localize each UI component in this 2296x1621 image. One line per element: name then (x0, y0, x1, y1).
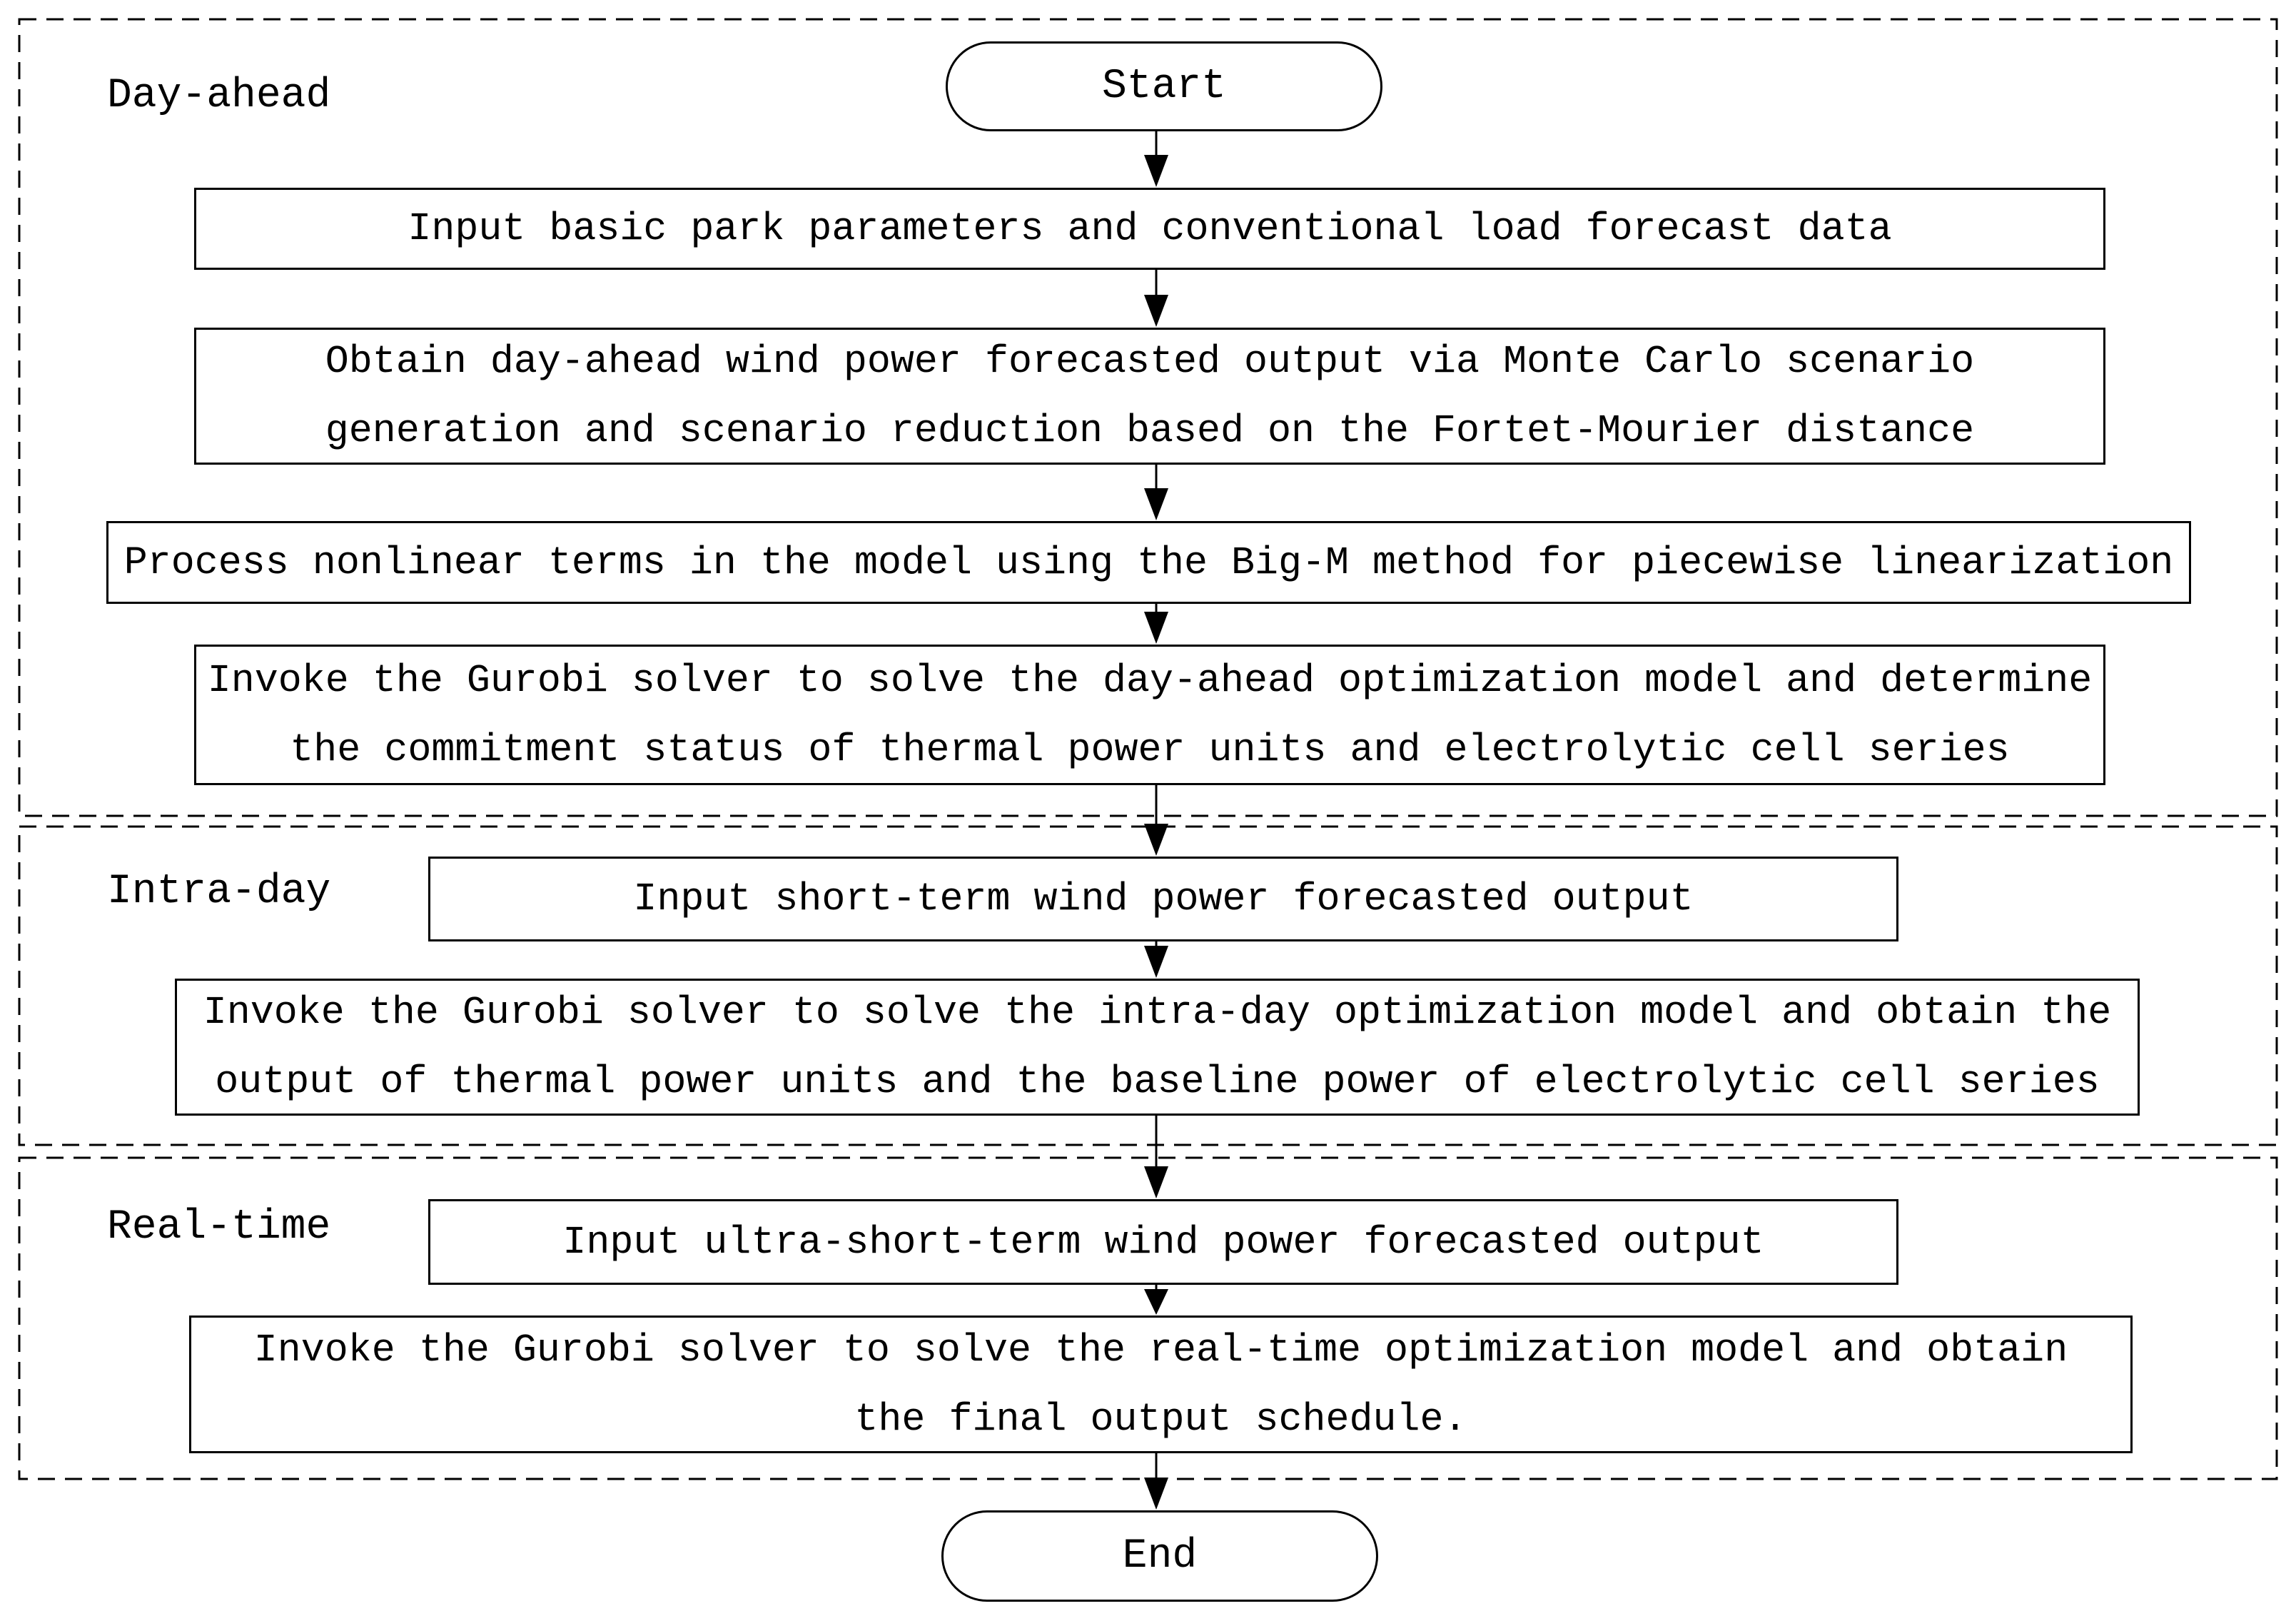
step-input-ultra-short-term-wind: Input ultra-short-term wind power foreca… (428, 1199, 1898, 1285)
end-node: End (941, 1510, 1378, 1602)
arrow-step3-to-step4 (1144, 604, 1168, 644)
arrow-step4-to-step5 (1144, 785, 1168, 856)
step-day-ahead-gurobi-solve: Invoke the Gurobi solver to solve the da… (194, 645, 2105, 785)
step-input-short-term-wind: Input short-term wind power forecasted o… (428, 857, 1898, 941)
step-big-m-linearization: Process nonlinear terms in the model usi… (106, 521, 2191, 604)
start-node: Start (946, 41, 1382, 131)
start-node-label: Start (1101, 63, 1227, 110)
arrow-start-to-step1 (1144, 131, 1168, 187)
arrow-step5-to-step6 (1144, 941, 1168, 978)
day-ahead-section-border (18, 18, 2278, 817)
step-real-time-gurobi-solve: Invoke the Gurobi solver to solve the re… (189, 1316, 2133, 1453)
step-intra-day-gurobi-solve-label: Invoke the Gurobi solver to solve the in… (203, 990, 2112, 1104)
arrow-step1-to-step2 (1144, 270, 1168, 327)
step-big-m-linearization-label: Process nonlinear terms in the model usi… (123, 540, 2174, 585)
step-monte-carlo-scenario: Obtain day-ahead wind power forecasted o… (194, 328, 2105, 465)
step-input-ultra-short-term-wind-label: Input ultra-short-term wind power foreca… (562, 1219, 1764, 1265)
end-node-label: End (1122, 1532, 1198, 1580)
step-intra-day-gurobi-solve: Invoke the Gurobi solver to solve the in… (175, 979, 2140, 1116)
section-label-day-ahead: Day-ahead (107, 73, 331, 119)
step-input-short-term-wind-label: Input short-term wind power forecasted o… (633, 877, 1694, 921)
arrow-step6-to-step7 (1144, 1116, 1168, 1198)
step-input-park-parameters: Input basic park parameters and conventi… (194, 188, 2105, 270)
real-time-section-border (18, 1156, 2278, 1480)
step-input-park-parameters-label: Input basic park parameters and conventi… (408, 206, 1892, 251)
arrow-step7-to-step8 (1144, 1285, 1168, 1315)
arrow-step8-to-end (1144, 1453, 1168, 1510)
section-label-real-time: Real-time (107, 1204, 331, 1251)
arrow-step2-to-step3 (1144, 465, 1168, 520)
step-day-ahead-gurobi-solve-label: Invoke the Gurobi solver to solve the da… (207, 657, 2093, 772)
section-label-intra-day: Intra-day (107, 869, 331, 915)
step-real-time-gurobi-solve-label: Invoke the Gurobi solver to solve the re… (253, 1327, 2068, 1442)
step-monte-carlo-scenario-label: Obtain day-ahead wind power forecasted o… (325, 339, 1975, 453)
